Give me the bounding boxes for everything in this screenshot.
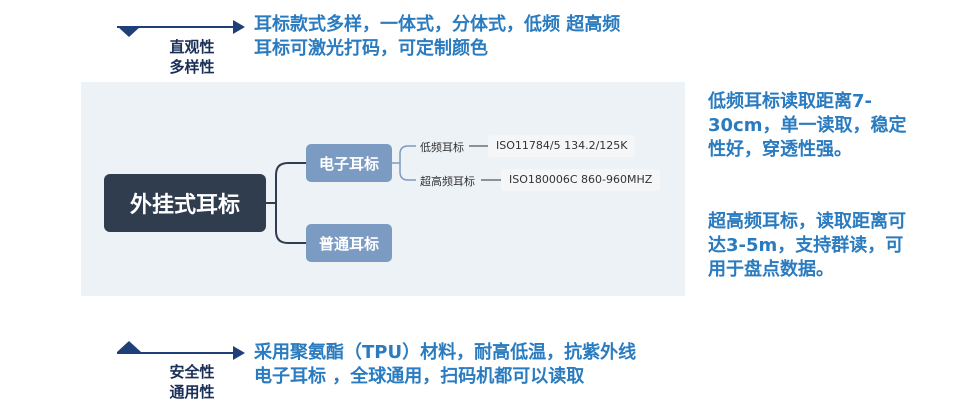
leaf-uhf-label: 超高频耳标: [420, 175, 475, 188]
right-lf-description: 低频耳标读取距离7- 30cm，单一读取，稳定 性好，穿透性强。: [708, 90, 906, 162]
bottom-description-line1: 采用聚氨酯（TPU）材料，耐高低温，抗紫外线: [254, 342, 637, 363]
connector-root-electronic: [266, 162, 306, 204]
connector-electronic-uhf: [399, 163, 416, 181]
right-uhf-line2: 达3-5m，支持群读，可: [708, 235, 904, 256]
bottom-category-label: 安全性 通用性: [157, 362, 227, 402]
bottom-category-line2: 通用性: [169, 383, 215, 401]
right-uhf-line3: 用于盘点数据。: [708, 259, 834, 280]
bottom-description-line2: 电子耳标 ，全球通用，扫码机都可以读取: [254, 366, 585, 387]
right-uhf-description: 超高频耳标，读取距离可 达3-5m，支持群读，可 用于盘点数据。: [708, 210, 906, 282]
top-description-line1: 耳标款式多样，一体式，分体式，低频 超高频: [254, 14, 621, 35]
node-electronic-tag: 电子耳标: [306, 144, 392, 182]
triangle-down-icon: [117, 26, 141, 37]
node-normal-tag: 普通耳标: [306, 224, 392, 262]
top-description-line2: 耳标可激光打码，可定制颜色: [254, 38, 488, 59]
connector-electronic-lf: [392, 145, 416, 164]
right-lf-line3: 性好，穿透性强。: [708, 139, 852, 160]
bottom-divider-line: [117, 352, 235, 354]
leaf-lf-label: 低频耳标: [420, 141, 464, 154]
right-lf-line1: 低频耳标读取距离7-: [708, 91, 872, 112]
bottom-description: 采用聚氨酯（TPU）材料，耐高低温，抗紫外线 电子耳标 ，全球通用，扫码机都可以…: [254, 341, 636, 389]
bottom-category-line1: 安全性: [169, 363, 215, 381]
triangle-up-icon: [117, 341, 141, 352]
arrow-right-icon: [233, 20, 245, 34]
top-category-line2: 多样性: [169, 58, 215, 76]
root-node: 外挂式耳标: [104, 174, 266, 232]
top-divider-line: [117, 26, 235, 28]
leaf-lf-value: ISO11784/5 134.2/125K: [488, 135, 636, 157]
right-uhf-line1: 超高频耳标，读取距离可: [708, 211, 906, 232]
right-lf-line2: 30cm，单一读取，稳定: [708, 115, 907, 136]
connector-root-normal: [275, 203, 306, 244]
top-category-line1: 直观性: [169, 38, 215, 56]
arrow-right-icon: [233, 346, 245, 360]
top-description: 耳标款式多样，一体式，分体式，低频 超高频 耳标可激光打码，可定制颜色: [254, 13, 620, 61]
top-category-label: 直观性 多样性: [157, 37, 227, 77]
leaf-uhf-value: ISO180006C 860-960MHZ: [501, 169, 661, 191]
